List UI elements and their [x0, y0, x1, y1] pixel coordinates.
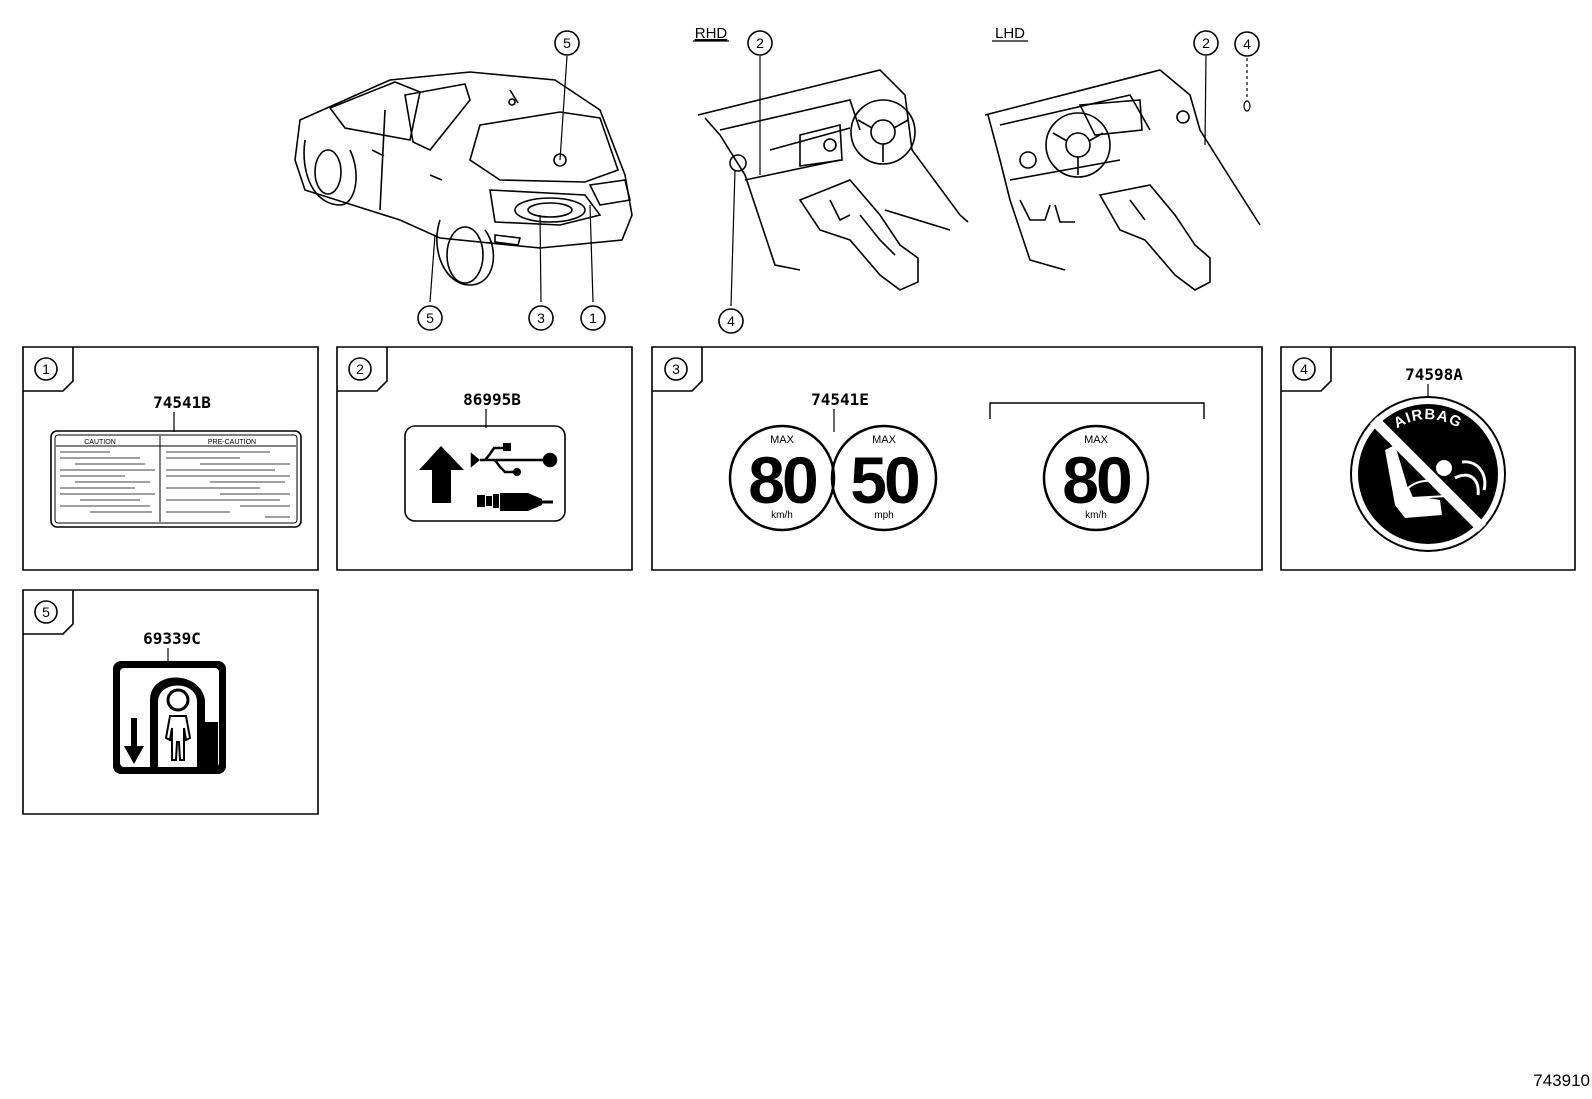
audio-plug-icon [477, 493, 553, 511]
svg-text:5: 5 [42, 604, 50, 620]
part-74598A: 74598A [1405, 365, 1463, 384]
speed-sign-50-mph: MAX 50 mph [830, 424, 938, 532]
svg-text:mph: mph [874, 510, 893, 521]
lhd-dashboard-illustration [984, 69, 1261, 291]
svg-text:5: 5 [426, 310, 434, 326]
leader-lines [429, 55, 1251, 307]
usb-icon [470, 443, 558, 476]
child-seat-icon [113, 661, 226, 774]
arrow-up-icon [419, 446, 464, 503]
svg-text:50: 50 [850, 443, 918, 517]
svg-text:2: 2 [756, 35, 764, 51]
svg-text:5: 5 [563, 35, 571, 51]
svg-text:1: 1 [42, 361, 50, 377]
callout-4-lhd: 4 [1234, 31, 1260, 57]
panel-1: 1 74541B CAUTION PRE-CAUTION [22, 346, 319, 571]
svg-text:km/h: km/h [1085, 510, 1107, 521]
svg-text:80: 80 [1062, 443, 1130, 517]
svg-text:MAX: MAX [1084, 434, 1109, 446]
rhd-dashboard-illustration [697, 69, 969, 291]
svg-text:3: 3 [537, 310, 545, 326]
speed-sign-80-kmh-alt: MAX 80 km/h [1042, 424, 1150, 532]
svg-text:4: 4 [727, 313, 735, 329]
svg-text:4: 4 [1243, 36, 1251, 52]
svg-text:80: 80 [748, 443, 816, 517]
svg-text:3: 3 [672, 361, 680, 377]
label-caution-header: CAUTION [84, 439, 116, 446]
part-86995B: 86995B [463, 390, 521, 409]
svg-text:1: 1 [589, 310, 597, 326]
speed-sign-80-kmh: MAX 80 km/h [728, 424, 836, 532]
callout-2-lhd: 2 [1193, 30, 1219, 56]
panel-3: 3 74541E MAX 80 km/h MAX 50 mph MAX 80 k… [651, 346, 1263, 571]
panel-4: 4 74598A AIRBAG [1280, 346, 1576, 571]
callout-4-rhd: 4 [718, 308, 744, 334]
lhd-label: LHD [995, 25, 1025, 42]
callout-3: 3 [528, 305, 554, 331]
svg-text:MAX: MAX [872, 434, 897, 446]
callout-5-top: 5 [554, 30, 580, 56]
part-69339C: 69339C [143, 629, 201, 648]
callout-2-rhd: 2 [747, 30, 773, 56]
svg-text:2: 2 [356, 361, 364, 377]
callout-5-bottom: 5 [417, 305, 443, 331]
airbag-prohibited-icon: AIRBAG [1350, 396, 1506, 552]
svg-text:MAX: MAX [770, 434, 795, 446]
svg-text:4: 4 [1300, 361, 1308, 377]
car-illustration [294, 71, 633, 286]
svg-text:km/h: km/h [771, 510, 793, 521]
part-74541E: 74541E [811, 390, 869, 409]
arrow-down-icon [124, 718, 144, 764]
part-74541B: 74541B [153, 393, 211, 412]
diagram-code: 743910 [1533, 1071, 1590, 1090]
svg-text:2: 2 [1202, 35, 1210, 51]
panel-2: 2 86995B [336, 346, 633, 571]
panel-5: 5 69339C [22, 589, 319, 815]
callout-1: 1 [580, 305, 606, 331]
rhd-label: RHD [695, 25, 728, 42]
label-precaution-header: PRE-CAUTION [208, 439, 256, 446]
